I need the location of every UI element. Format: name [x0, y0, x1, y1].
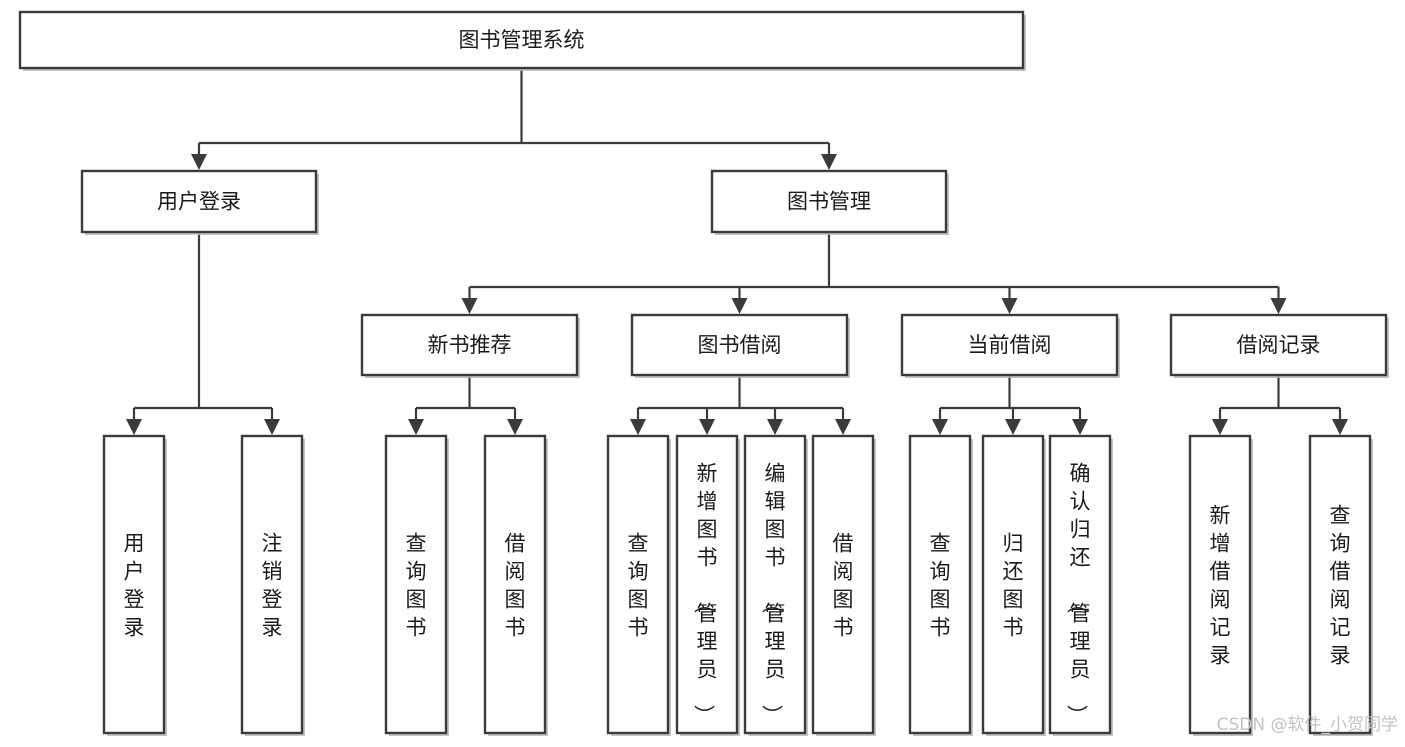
- node-label: 借阅记录: [1237, 333, 1321, 357]
- node-label: 归还图书: [1003, 532, 1024, 640]
- node-label: 确认归还（管理员）: [1065, 462, 1091, 726]
- node-label: 图书借阅: [698, 333, 782, 357]
- node-root[interactable]: 图书管理系统: [18, 10, 1026, 71]
- node-label: 注销登录: [262, 532, 283, 640]
- node-label: 新书推荐: [428, 333, 512, 357]
- node-leaf-borrow-book-rec[interactable]: 借阅图书: [483, 434, 548, 736]
- node-leaf-add-book[interactable]: 新增图书（管理员）: [675, 434, 740, 736]
- node-leaf-borrow-book-br[interactable]: 借阅图书: [811, 434, 876, 736]
- node-book-borrow[interactable]: 图书借阅: [630, 313, 850, 378]
- node-label: 图书管理系统: [459, 28, 585, 52]
- node-leaf-query-book-cb[interactable]: 查询图书: [908, 434, 973, 736]
- node-label: 借阅图书: [833, 532, 854, 640]
- node-label: 借阅图书: [505, 532, 526, 640]
- csdn-watermark: CSDN @软件_小贺同学: [1217, 715, 1398, 735]
- node-leaf-user-login[interactable]: 用户登录: [102, 434, 167, 736]
- node-leaf-query-book-rec[interactable]: 查询图书: [384, 434, 449, 736]
- node-leaf-query-record[interactable]: 查询借阅记录: [1308, 434, 1373, 736]
- node-borrow-record[interactable]: 借阅记录: [1169, 313, 1389, 378]
- connector-layer: [126, 68, 1348, 435]
- node-user-login[interactable]: 用户登录: [80, 169, 319, 235]
- node-book-manage[interactable]: 图书管理: [710, 169, 949, 235]
- node-label: 查询图书: [406, 532, 427, 640]
- node-label: 当前借阅: [968, 333, 1052, 357]
- node-label: 查询借阅记录: [1330, 504, 1351, 668]
- node-current-borrow[interactable]: 当前借阅: [900, 313, 1120, 378]
- node-new-book-recommend[interactable]: 新书推荐: [360, 313, 580, 378]
- node-label: 新增图书（管理员）: [692, 462, 718, 726]
- node-label: 查询图书: [628, 532, 649, 640]
- node-label: 用户登录: [124, 532, 145, 640]
- node-leaf-confirm-return[interactable]: 确认归还（管理员）: [1048, 434, 1113, 736]
- node-leaf-edit-book[interactable]: 编辑图书（管理员）: [743, 434, 808, 736]
- node-layer: 图书管理系统用户登录图书管理新书推荐图书借阅当前借阅借阅记录用户登录注销登录查询…: [18, 10, 1389, 736]
- node-label: 查询图书: [930, 532, 951, 640]
- node-leaf-logout[interactable]: 注销登录: [240, 434, 305, 736]
- node-label: 图书管理: [787, 190, 871, 214]
- node-leaf-return-book[interactable]: 归还图书: [981, 434, 1046, 736]
- node-label: 新增借阅记录: [1210, 504, 1231, 668]
- node-leaf-add-record[interactable]: 新增借阅记录: [1188, 434, 1253, 736]
- node-leaf-query-book-br[interactable]: 查询图书: [606, 434, 671, 736]
- node-label: 用户登录: [157, 190, 241, 214]
- node-label: 编辑图书（管理员）: [760, 462, 786, 726]
